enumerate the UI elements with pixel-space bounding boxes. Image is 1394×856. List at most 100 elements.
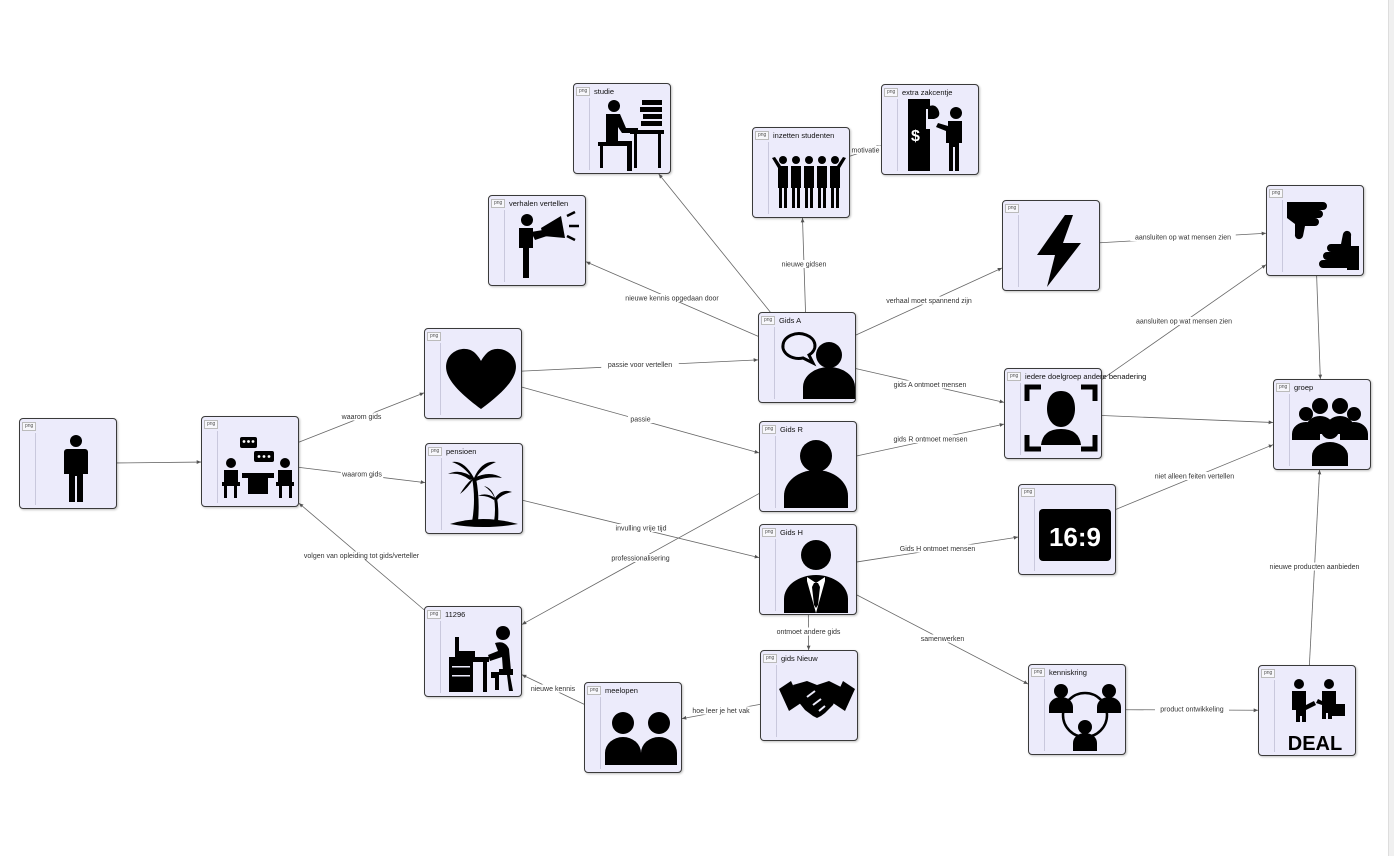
edge-label: waarom gids xyxy=(341,472,382,479)
png-badge: png xyxy=(587,686,602,695)
edge-label: professionalisering xyxy=(611,556,669,563)
edge-label: niet alleen feiten vertellen xyxy=(1155,474,1234,481)
edge-label-bg xyxy=(881,296,977,305)
png-badge: png xyxy=(1031,668,1046,677)
two-users-icon xyxy=(601,693,681,771)
edge-label-bg xyxy=(604,524,678,532)
node-divider xyxy=(775,539,776,611)
edge-label-bg xyxy=(605,554,676,562)
crowd-cheering-icon xyxy=(769,138,849,216)
edge-label: ontmoet andere gids xyxy=(777,629,841,636)
png-badge: png xyxy=(1261,669,1276,678)
edge-label-bg xyxy=(340,470,384,478)
svg-text:DEAL: DEAL xyxy=(1288,733,1342,754)
png-badge: png xyxy=(427,610,442,619)
edge-label-bg xyxy=(773,627,844,636)
node-divider xyxy=(1034,499,1035,571)
edge-label-bg xyxy=(1143,472,1246,480)
aspect-16-9-icon: 16:9 xyxy=(1035,495,1115,573)
node-divider xyxy=(1018,215,1019,287)
node-divider xyxy=(35,433,36,505)
png-badge: png xyxy=(427,332,442,341)
businessman-icon xyxy=(776,535,856,613)
edge-doelgroep-groep[interactable] xyxy=(1101,415,1274,425)
svg-text:16:9: 16:9 xyxy=(1049,522,1101,552)
png-badge: png xyxy=(1269,189,1284,198)
node-divider xyxy=(1020,383,1021,455)
edge-label: aansluiten op wat mensen zien xyxy=(1136,319,1232,326)
vertical-scrollbar[interactable] xyxy=(1388,0,1394,856)
png-badge: png xyxy=(1007,372,1022,381)
node-divider xyxy=(768,142,769,214)
edge-label-bg xyxy=(779,260,829,268)
palm-island-icon xyxy=(442,454,522,532)
edge-gidsA-studie[interactable] xyxy=(658,173,771,313)
deal-icon: DEAL xyxy=(1275,676,1355,754)
study-desk-icon xyxy=(590,94,670,172)
node-divider xyxy=(440,621,441,693)
edge-label-bg xyxy=(898,544,977,553)
node-title: 11296 xyxy=(445,610,466,619)
png-badge: png xyxy=(491,199,506,208)
node-divider xyxy=(1044,679,1045,751)
edge-label-bg xyxy=(891,380,969,389)
edge-label: volgen van opleiding tot gids/verteller xyxy=(304,553,420,560)
edge-thumbs-groep[interactable] xyxy=(1316,275,1323,380)
node-divider xyxy=(600,697,601,769)
node-title: studie xyxy=(594,87,615,96)
atm-money-icon: $ xyxy=(898,95,978,173)
png-badge: png xyxy=(1021,488,1036,497)
group-people-icon xyxy=(1290,390,1370,468)
png-badge: png xyxy=(428,447,443,456)
edge-label-bg xyxy=(1155,705,1229,713)
node-thumbs[interactable]: png xyxy=(1266,185,1364,276)
edge-label: aansluiten op wat mensen zien xyxy=(1135,235,1231,242)
node-meeting[interactable]: png xyxy=(201,416,299,507)
png-badge: png xyxy=(755,131,770,140)
node-lightning[interactable]: png xyxy=(1002,200,1100,291)
node-heart[interactable]: png xyxy=(424,328,522,419)
node-title: inzetten studenten xyxy=(773,131,835,140)
edge-label: gids R ontmoet mensen xyxy=(894,437,968,444)
edge-label-bg xyxy=(601,360,679,369)
png-badge: png xyxy=(204,420,219,429)
edge-label: passie voor vertellen xyxy=(608,362,672,369)
edge-label-bg xyxy=(921,634,964,643)
edge-label-bg xyxy=(340,412,383,421)
node-ratio[interactable]: png 16:9 xyxy=(1018,484,1116,575)
png-badge: png xyxy=(884,88,899,97)
png-badge: png xyxy=(761,316,776,325)
node-divider xyxy=(440,343,441,415)
heart-icon xyxy=(441,339,521,417)
edge-label-bg xyxy=(1130,233,1236,241)
node-divider xyxy=(1282,200,1283,272)
edge-label: invulling vrije tijd xyxy=(616,526,667,533)
edge-person-meeting[interactable] xyxy=(116,460,202,465)
node-title: groep xyxy=(1294,383,1314,392)
edge-label: hoe leer je het vak xyxy=(692,708,750,715)
edge-label: gids A ontmoet mensen xyxy=(894,382,967,389)
edge-label: nieuwe producten aanbieden xyxy=(1270,564,1360,571)
svg-text:$: $ xyxy=(911,128,920,145)
edge-label: nieuwe gidsen xyxy=(782,262,827,269)
png-badge: png xyxy=(762,425,777,434)
node-person[interactable]: png xyxy=(19,418,117,509)
png-badge: png xyxy=(762,528,777,537)
